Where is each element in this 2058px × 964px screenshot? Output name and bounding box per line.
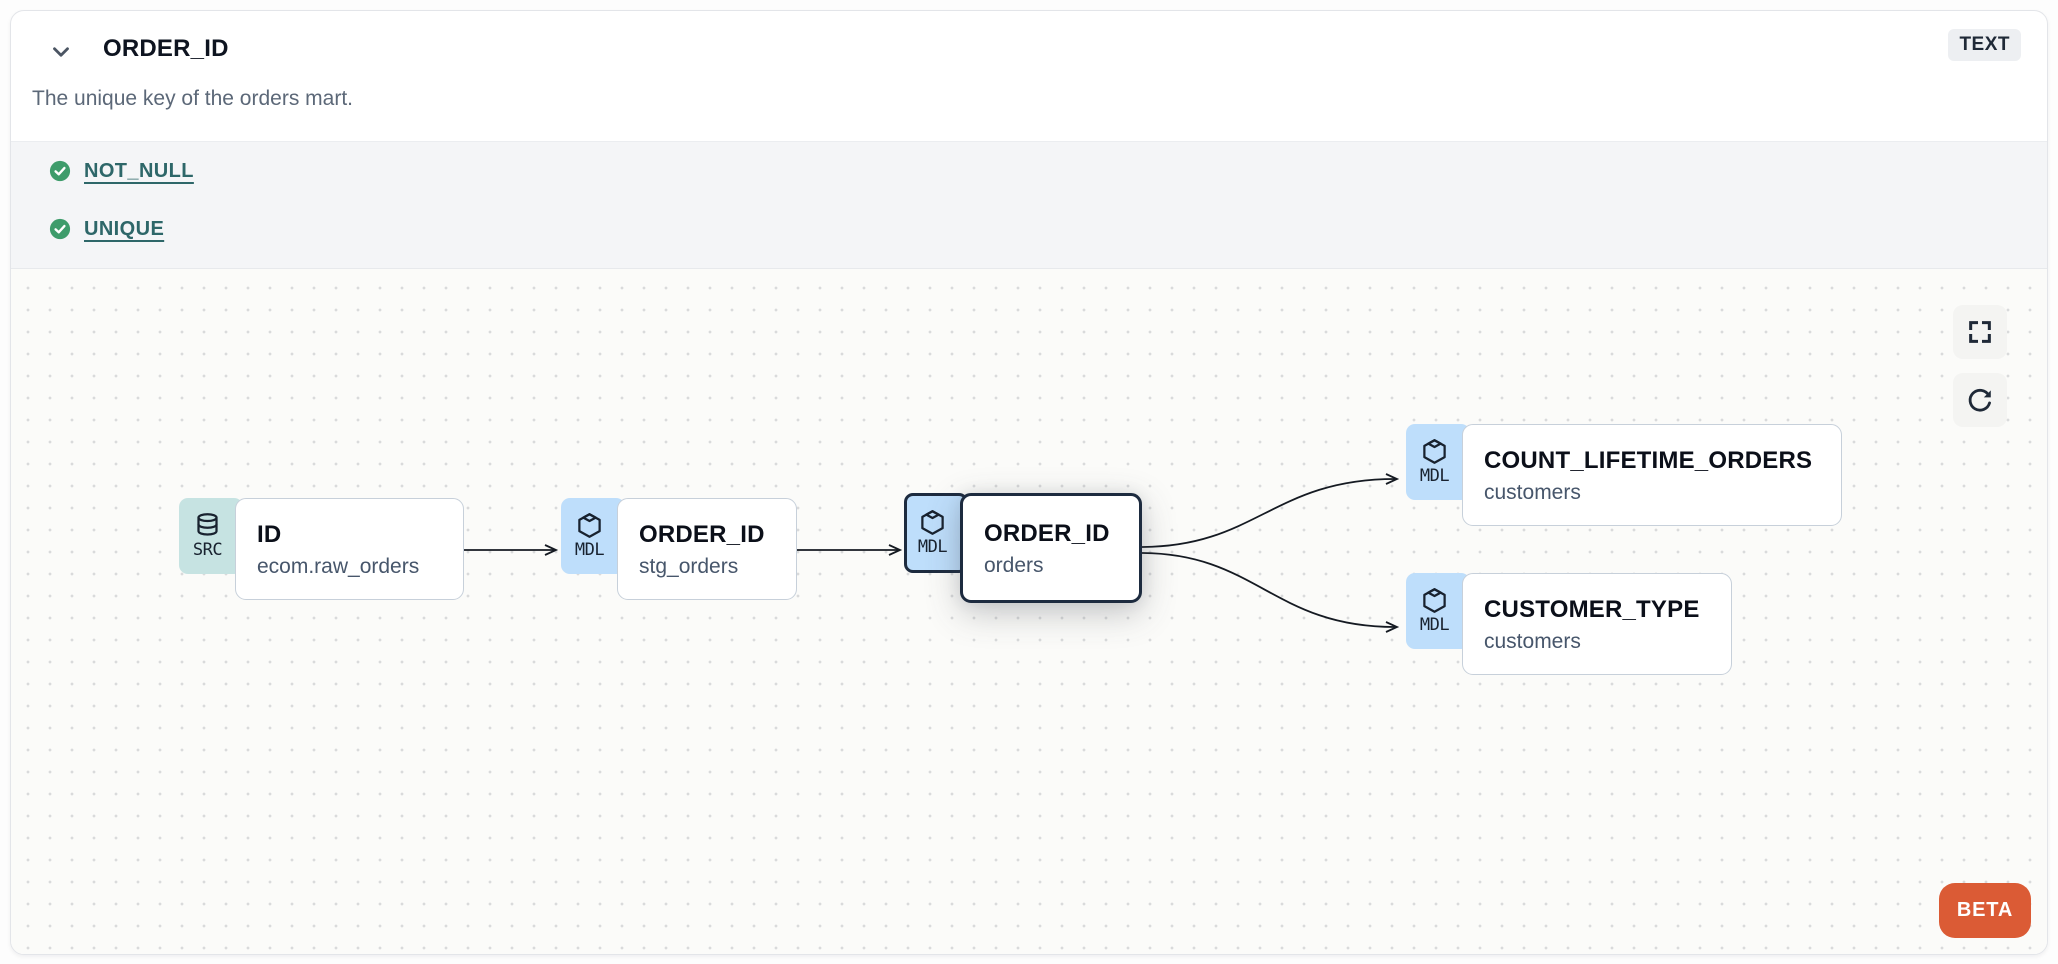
mdl-badge: MDL	[1406, 573, 1470, 649]
src-badge: SRC	[179, 498, 243, 574]
node-title: ORDER_ID	[984, 520, 1110, 547]
column-type-badge: TEXT	[1948, 29, 2021, 61]
cube-icon	[1423, 588, 1446, 613]
node-title: CUSTOMER_TYPE	[1484, 596, 1700, 623]
fullscreen-button[interactable]	[1953, 305, 2007, 359]
mdl-badge: MDL	[561, 498, 625, 574]
node-subtitle: stg_orders	[639, 555, 739, 578]
column-details-card: ORDER_ID TEXT The unique key of the orde…	[10, 10, 2048, 955]
lineage-node-count-lifetime-orders[interactable]: MDL COUNT_LIFETIME_ORDERS customers	[1406, 424, 1842, 526]
mdl-badge: MDL	[904, 493, 968, 573]
refresh-icon	[1968, 388, 1991, 412]
test-link-not-null[interactable]: NOT_NULL	[84, 159, 194, 182]
node-badge-label: MDL	[917, 537, 948, 557]
node-subtitle: orders	[984, 554, 1044, 577]
test-pass-check-icon	[49, 218, 71, 240]
node-subtitle: customers	[1484, 481, 1581, 504]
lineage-node-customer-type[interactable]: MDL CUSTOMER_TYPE customers	[1406, 573, 1732, 675]
column-title: ORDER_ID	[103, 35, 229, 62]
column-description: The unique key of the orders mart.	[32, 87, 353, 110]
chevron-down-icon	[53, 47, 69, 57]
node-badge-label: SRC	[192, 540, 223, 560]
node-title: COUNT_LIFETIME_ORDERS	[1484, 447, 1813, 474]
lineage-node-order-id-stg-orders[interactable]: MDL ORDER_ID stg_orders	[561, 498, 797, 600]
node-badge-label: MDL	[574, 540, 605, 560]
cube-icon	[921, 510, 944, 535]
lineage-node-order-id-orders[interactable]: MDL ORDER_ID orders	[904, 493, 1142, 603]
node-subtitle: ecom.raw_orders	[257, 555, 420, 578]
test-row: UNIQUE	[49, 210, 2047, 248]
fullscreen-icon	[1969, 321, 1991, 343]
test-link-unique[interactable]: UNIQUE	[84, 217, 165, 240]
collapse-chevron-button[interactable]	[45, 37, 77, 67]
node-badge-label: MDL	[1419, 466, 1450, 486]
cube-icon	[1423, 439, 1446, 464]
database-icon	[197, 513, 218, 536]
node-title: ID	[257, 521, 282, 548]
test-pass-check-icon	[49, 160, 71, 182]
cube-icon	[578, 513, 601, 538]
lineage-node-id-raw-orders[interactable]: SRC ID ecom.raw_orders	[179, 498, 464, 600]
node-subtitle: customers	[1484, 630, 1581, 653]
refresh-button[interactable]	[1953, 373, 2007, 427]
lineage-canvas[interactable]: SRC ID ecom.raw_orders MDL ORDER_ID	[11, 269, 2047, 954]
node-title: ORDER_ID	[639, 521, 765, 548]
tests-section: NOT_NULL UNIQUE	[11, 141, 2047, 269]
node-badge-label: MDL	[1419, 615, 1450, 635]
lineage-edges	[456, 473, 1400, 633]
mdl-badge: MDL	[1406, 424, 1470, 500]
beta-badge: BETA	[1939, 883, 2031, 938]
test-row: NOT_NULL	[49, 152, 2047, 190]
